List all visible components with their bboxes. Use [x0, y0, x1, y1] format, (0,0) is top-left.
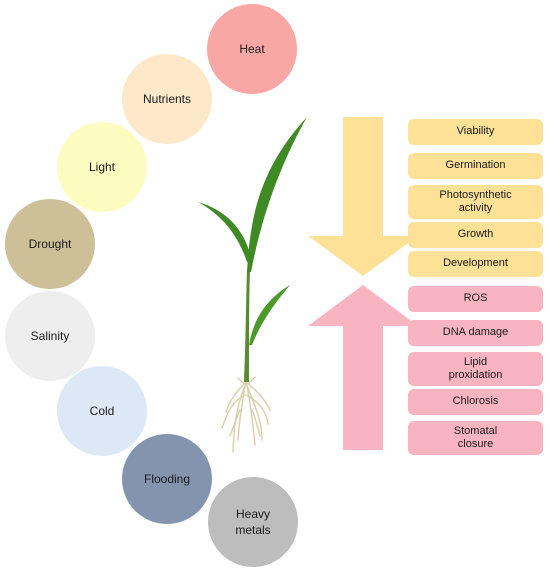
stressor-salinity-label: Salinity	[30, 328, 70, 343]
stressor-heat-label: Heat	[239, 41, 265, 56]
plant-leaf-lower	[249, 285, 290, 345]
effect-chlorosis-label: Chlorosis	[452, 395, 499, 408]
plant-roots	[221, 371, 271, 453]
stressor-heavy-metals: Heavy metals	[208, 477, 298, 567]
decrease-arrow	[308, 117, 418, 276]
plant-stem	[244, 270, 250, 382]
effect-development: Development	[408, 251, 543, 277]
stressor-light: Light	[57, 122, 147, 212]
effect-ros: ROS	[408, 286, 543, 312]
stressor-nutrients: Nutrients	[122, 54, 212, 144]
effect-germination: Germination	[408, 153, 543, 179]
plant-leaf-left	[198, 202, 252, 262]
effect-germination-label: Germination	[445, 159, 506, 172]
stressor-drought: Drought	[5, 199, 95, 289]
effect-lipid-proxidation-label: Lipid proxidation	[448, 355, 503, 381]
effect-chlorosis: Chlorosis	[408, 389, 543, 415]
effect-dna-damage: DNA damage	[408, 320, 543, 346]
stressor-cold-label: Cold	[89, 403, 115, 418]
stressor-heat: Heat	[207, 4, 297, 94]
stressor-flooding: Flooding	[122, 434, 212, 524]
effect-growth-label: Growth	[457, 228, 494, 241]
stressor-nutrients-label: Nutrients	[142, 91, 192, 106]
effect-development-label: Development	[443, 257, 508, 270]
effect-ros-label: ROS	[463, 292, 488, 305]
effect-viability-label: Viability	[456, 125, 495, 138]
effect-stomatal-closure: Stomatal closure	[408, 421, 543, 455]
effect-lipid-proxidation: Lipid proxidation	[408, 352, 543, 386]
effect-photosynthetic-activity: Photosynthetic activity	[408, 185, 543, 219]
stressor-heavy-metals-label: Heavy metals	[235, 506, 271, 537]
plant-leaf-tall	[247, 117, 307, 272]
effect-viability: Viability	[408, 119, 543, 145]
effect-photosynthetic-activity-label: Photosynthetic activity	[439, 188, 512, 214]
stressor-light-label: Light	[88, 159, 116, 174]
increase-arrow	[308, 285, 418, 450]
stressor-salinity: Salinity	[5, 291, 95, 381]
stressor-drought-label: Drought	[28, 236, 72, 251]
stressor-flooding-label: Flooding	[143, 471, 191, 486]
effect-dna-damage-label: DNA damage	[442, 326, 509, 339]
stressor-cold: Cold	[57, 366, 147, 456]
effect-growth: Growth	[408, 222, 543, 248]
effect-stomatal-closure-label: Stomatal closure	[453, 424, 498, 450]
